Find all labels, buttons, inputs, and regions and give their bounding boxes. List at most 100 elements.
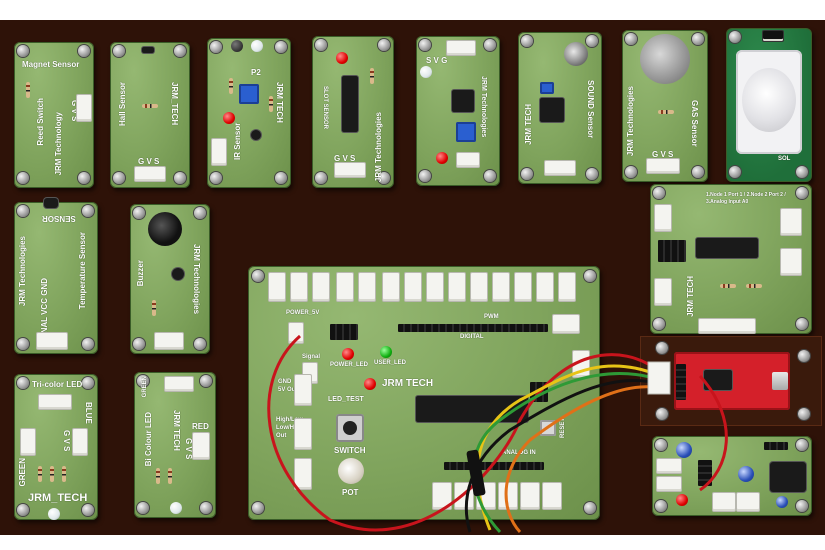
ir-potentiometer[interactable] — [239, 84, 259, 104]
gas-connector[interactable] — [646, 158, 680, 174]
io-connector-1[interactable] — [268, 272, 286, 302]
moisture-led — [420, 66, 432, 78]
moisture-connector-bottom[interactable] — [456, 152, 480, 168]
io-connector-4[interactable] — [336, 272, 354, 302]
power-module-header-2[interactable] — [698, 460, 712, 486]
power-connector-3[interactable] — [712, 492, 736, 512]
slot-opto — [342, 76, 358, 132]
tactile-switch[interactable] — [336, 414, 364, 442]
relay-connector-right-top[interactable] — [780, 208, 802, 236]
dc-jack[interactable] — [770, 462, 806, 492]
screw — [484, 39, 496, 51]
power-supply-module — [652, 436, 812, 516]
relay-connector-left-top[interactable] — [654, 204, 672, 232]
io-connector-13[interactable] — [536, 272, 554, 302]
io-connector-5[interactable] — [358, 272, 376, 302]
high-low-connector[interactable] — [294, 418, 312, 450]
relay-connector-bottom[interactable] — [698, 318, 756, 334]
analog-connector-6[interactable] — [542, 482, 562, 510]
screw — [82, 205, 94, 217]
screw — [194, 338, 206, 350]
sound-potentiometer[interactable] — [540, 82, 554, 94]
io-connector-6[interactable] — [382, 272, 400, 302]
screw — [796, 500, 808, 512]
io-connector-3[interactable] — [312, 272, 330, 302]
tricolor-led-module: Tri-color LED BLUE GREEN G V S JRM_TECH — [14, 374, 98, 520]
digital-header[interactable] — [398, 324, 548, 332]
hall-sensor-title: Hall Sensor — [118, 82, 127, 127]
screw — [275, 41, 287, 53]
screw — [656, 408, 668, 420]
io-connector-7[interactable] — [404, 272, 422, 302]
potentiometer-knob[interactable] — [338, 458, 364, 484]
extra-connector[interactable] — [294, 458, 312, 490]
switch-button-icon[interactable] — [343, 421, 357, 435]
analog-connector-1[interactable] — [432, 482, 452, 510]
analog-connector-2[interactable] — [454, 482, 474, 510]
moisture-pins-label: S V G — [426, 56, 448, 65]
analog-connector-5[interactable] — [520, 482, 540, 510]
mini-usb-port[interactable] — [772, 372, 788, 390]
magnet-sensor-module: Magnet Sensor Reed Switch JRM Technology… — [14, 42, 94, 188]
screw — [194, 207, 206, 219]
hall-brand-label: JRM_TECH — [170, 82, 179, 126]
screw — [78, 45, 90, 57]
side-connector[interactable] — [552, 314, 580, 334]
tricolor-connector-top[interactable] — [38, 394, 72, 410]
screw — [586, 35, 598, 47]
reset-button[interactable] — [540, 420, 556, 436]
bicolor-pins-label: G V S — [184, 438, 193, 460]
relay-connector-left-bottom[interactable] — [654, 278, 672, 306]
tricolor-title: Tri-color LED — [32, 380, 83, 389]
power-module-header[interactable] — [764, 442, 788, 450]
buzzer-connector[interactable] — [154, 332, 184, 350]
tricolor-connector-blue[interactable] — [72, 428, 88, 456]
power-connector-1[interactable] — [656, 458, 682, 474]
bicolor-connector-top[interactable] — [164, 376, 194, 392]
moisture-connector-top[interactable] — [446, 40, 476, 56]
power-connector-4[interactable] — [736, 492, 760, 512]
relay-header[interactable] — [658, 240, 686, 262]
power-led-label: POWER_LED — [330, 362, 369, 368]
io-connector-8[interactable] — [426, 272, 444, 302]
screw — [200, 375, 212, 387]
moisture-potentiometer[interactable] — [456, 122, 476, 142]
screw — [17, 205, 29, 217]
io-connector-9[interactable] — [448, 272, 466, 302]
temperature-connector[interactable] — [36, 332, 68, 350]
screw — [692, 33, 704, 45]
power-connector-2[interactable] — [656, 476, 682, 492]
screw — [113, 45, 125, 57]
icsp-header[interactable] — [530, 382, 548, 402]
pir-connector[interactable] — [762, 30, 784, 42]
analog-header[interactable] — [444, 462, 544, 470]
power-connector[interactable] — [288, 322, 304, 344]
relay-connector-right-mid[interactable] — [780, 248, 802, 276]
side-connector-2[interactable] — [572, 350, 590, 378]
screw — [419, 39, 431, 51]
power-header[interactable] — [330, 324, 358, 340]
io-connector-12[interactable] — [514, 272, 532, 302]
io-connector-11[interactable] — [492, 272, 510, 302]
magnet-connector[interactable] — [76, 94, 92, 122]
screw — [378, 39, 390, 51]
analog-connector-3[interactable] — [476, 482, 496, 510]
bicolor-connector-red[interactable] — [192, 432, 210, 460]
io-connector-10[interactable] — [470, 272, 488, 302]
analog-connector-4[interactable] — [498, 482, 518, 510]
io-connector-14[interactable] — [558, 272, 576, 302]
tricolor-connector-green[interactable] — [20, 428, 36, 456]
gas-sensor-module: JRM Technologies GAS Sensor G V S — [622, 30, 708, 182]
sound-connector[interactable] — [544, 160, 576, 176]
slot-connector[interactable] — [334, 162, 366, 178]
ir-connector[interactable] — [211, 138, 227, 166]
io-connector-2[interactable] — [290, 272, 308, 302]
screw — [174, 45, 186, 57]
hall-connector[interactable] — [134, 166, 166, 182]
screw — [729, 166, 741, 178]
usb-serial-header[interactable] — [676, 364, 686, 400]
gnd-5v-connector[interactable] — [294, 374, 312, 406]
led-test-label: LED_TEST — [328, 396, 364, 403]
resistor — [168, 468, 172, 484]
resistor — [746, 284, 762, 288]
